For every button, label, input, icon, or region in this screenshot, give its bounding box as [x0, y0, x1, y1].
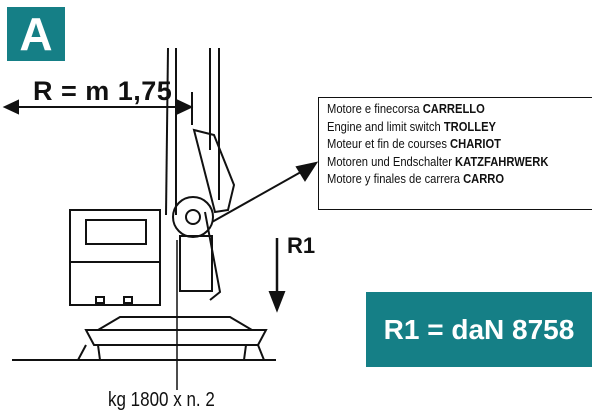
mast-line: [165, 47, 169, 216]
counterweight-hole: [95, 296, 105, 304]
callout-row-fr: Moteur et fin de courses CHARIOT: [327, 136, 501, 152]
dimension-arrow-left: [2, 99, 19, 115]
outrigger-left: [76, 344, 102, 361]
radius-label: R = m 1,75: [33, 76, 173, 106]
counterweight-hole: [123, 296, 133, 304]
leader-arrowhead: [295, 161, 319, 182]
motor-callout: Motore e finecorsa CARRELLO Engine and l…: [318, 97, 592, 210]
callout-row-de: Motoren und Endschalter KATZFAHRWERK: [327, 153, 549, 169]
trolley-arm: [192, 128, 236, 214]
base-top: [94, 316, 256, 331]
counterweight-window: [85, 219, 147, 245]
trolley-link: [204, 211, 222, 301]
dimension-arrow-right: [175, 98, 194, 116]
callout-row-it: Motore e finecorsa CARRELLO: [327, 101, 485, 116]
weight-label: kg 1800 x n. 2: [108, 389, 215, 411]
callout-row-es: Motore y finales de carrera CARRO: [327, 171, 505, 187]
section-badge: A: [7, 7, 65, 61]
reaction-label: R1: [287, 233, 316, 258]
callout-row-en: Engine and limit switch TROLLEY: [327, 118, 497, 134]
force-arrow-head: [268, 291, 286, 313]
base-plate: [84, 329, 268, 346]
motor-hub: [185, 209, 201, 225]
result-box: R1 = daN 8758: [366, 292, 592, 367]
trolley-box: [179, 235, 213, 292]
leader-line: [211, 167, 309, 223]
counterweight-block: [69, 209, 161, 306]
motor-circle: [172, 196, 214, 238]
outrigger-right: [242, 344, 266, 361]
